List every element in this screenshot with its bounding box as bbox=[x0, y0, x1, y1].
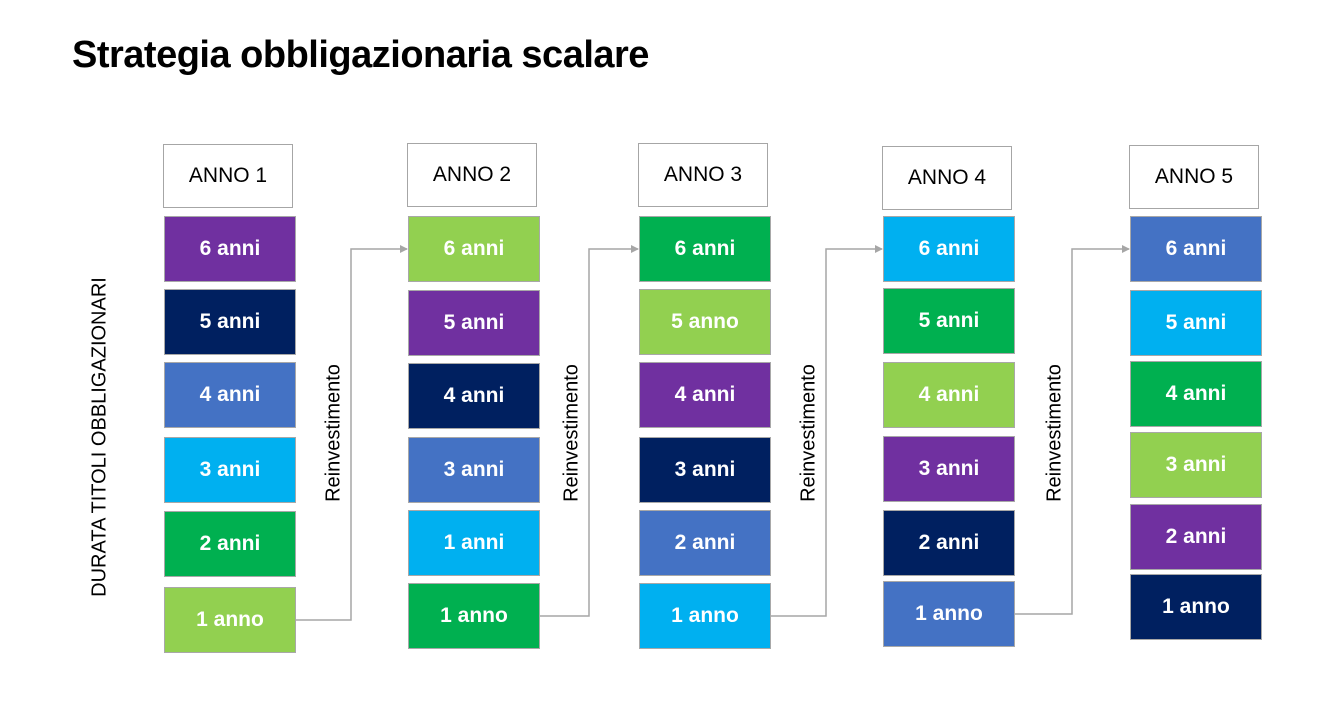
bond-box: 5 anni bbox=[883, 288, 1015, 354]
bond-box: 4 anni bbox=[883, 362, 1015, 428]
bond-box: 5 anni bbox=[408, 290, 540, 356]
reinvestment-label-3: Reinvestimento bbox=[797, 364, 820, 502]
bond-box: 1 anno bbox=[883, 581, 1015, 647]
bond-box: 6 anni bbox=[883, 216, 1015, 282]
bond-box: 1 anno bbox=[639, 583, 771, 649]
reinvestment-arrow-1 bbox=[296, 245, 408, 621]
bond-box: 2 anni bbox=[164, 511, 296, 577]
reinvestment-arrow-4 bbox=[1015, 245, 1130, 615]
bond-box: 2 anni bbox=[883, 510, 1015, 576]
reinvestment-arrow-2 bbox=[540, 245, 639, 617]
year-header-4: ANNO 4 bbox=[882, 146, 1012, 210]
bond-box: 6 anni bbox=[639, 216, 771, 282]
bond-box: 1 anni bbox=[408, 510, 540, 576]
reinvestment-label-2: Reinvestimento bbox=[560, 364, 583, 502]
reinvestment-arrow-3 bbox=[771, 245, 883, 617]
bond-box: 3 anni bbox=[1130, 432, 1262, 498]
bond-box: 4 anni bbox=[639, 362, 771, 428]
bond-box: 1 anno bbox=[1130, 574, 1262, 640]
bond-box: 5 anni bbox=[1130, 290, 1262, 356]
bond-box: 4 anni bbox=[164, 362, 296, 428]
page-title: Strategia obbligazionaria scalare bbox=[72, 34, 649, 76]
year-header-5: ANNO 5 bbox=[1129, 145, 1259, 209]
bond-box: 3 anni bbox=[639, 437, 771, 503]
bond-box: 1 anno bbox=[164, 587, 296, 653]
bond-box: 4 anni bbox=[408, 363, 540, 429]
bond-box: 1 anno bbox=[408, 583, 540, 649]
bond-box: 2 anni bbox=[1130, 504, 1262, 570]
bond-box: 4 anni bbox=[1130, 361, 1262, 427]
year-header-2: ANNO 2 bbox=[407, 143, 537, 207]
reinvestment-label-4: Reinvestimento bbox=[1043, 364, 1066, 502]
bond-box: 6 anni bbox=[1130, 216, 1262, 282]
year-header-3: ANNO 3 bbox=[638, 143, 768, 207]
bond-box: 3 anni bbox=[408, 437, 540, 503]
bond-box: 2 anni bbox=[639, 510, 771, 576]
year-header-1: ANNO 1 bbox=[163, 144, 293, 208]
bond-box: 3 anni bbox=[164, 437, 296, 503]
bond-box: 6 anni bbox=[164, 216, 296, 282]
bond-box: 3 anni bbox=[883, 436, 1015, 502]
bond-box: 6 anni bbox=[408, 216, 540, 282]
reinvestment-label-1: Reinvestimento bbox=[322, 364, 345, 502]
bond-box: 5 anno bbox=[639, 289, 771, 355]
bond-box: 5 anni bbox=[164, 289, 296, 355]
